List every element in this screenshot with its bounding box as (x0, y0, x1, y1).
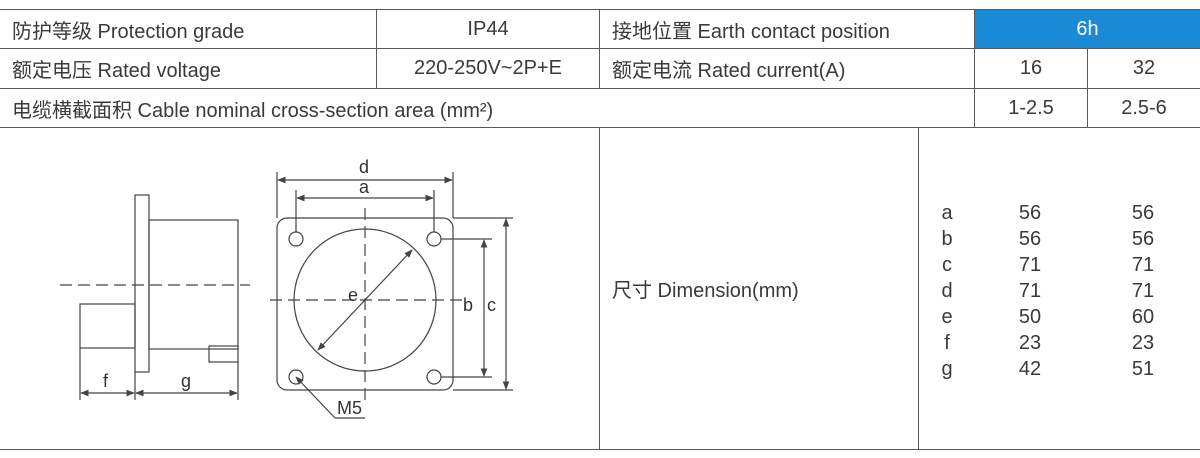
col-divider-4 (1087, 48, 1088, 127)
dimension-value: 23 (1131, 332, 1155, 354)
dimension-value: 60 (1131, 306, 1155, 328)
dimension-value: 71 (1131, 280, 1155, 302)
earth-contact-value: 6h (975, 10, 1200, 48)
dimension-value: 42 (1018, 358, 1042, 380)
col-divider-2 (599, 9, 600, 88)
table-border-bottom (0, 449, 1200, 450)
front-view (270, 172, 513, 419)
dimension-value: 71 (1018, 280, 1042, 302)
rated-current-32: 32 (1132, 57, 1156, 79)
col-divider-5 (918, 127, 919, 449)
label-g: g (181, 371, 191, 391)
dimension-key: a (941, 202, 953, 224)
table-row-divider-2 (0, 88, 1200, 89)
dimension-key: f (944, 332, 950, 354)
table-row-divider-1 (0, 48, 1200, 49)
table-row-divider-3 (0, 127, 1200, 128)
rated-voltage-label: 额定电压 Rated voltage (12, 60, 221, 82)
dimension-value: 71 (1018, 254, 1042, 276)
dimension-value: 56 (1018, 202, 1042, 224)
dimension-value: 23 (1018, 332, 1042, 354)
col-divider-1 (376, 9, 377, 88)
dimension-values-32: 56 56 71 71 60 23 51 (1113, 200, 1173, 382)
dimension-drawing: d a e b c f g M5 (60, 157, 513, 419)
rated-current-16: 16 (1019, 57, 1043, 79)
earth-contact-label: 接地位置 Earth contact position (612, 20, 890, 43)
dimension-value: 51 (1131, 358, 1155, 380)
dimension-value: 50 (1018, 306, 1042, 328)
cable-area-32: 2.5-6 (1121, 96, 1167, 119)
dimension-value: 56 (1131, 202, 1155, 224)
col-divider-2-lower (599, 127, 600, 449)
side-view (60, 194, 250, 400)
dimension-label: 尺寸 Dimension(mm) (612, 280, 799, 302)
dimension-keys: a b c d e f g (932, 200, 962, 382)
dimension-key: d (941, 280, 953, 302)
dimension-values-16: 56 56 71 71 50 23 42 (1000, 200, 1060, 382)
dimension-key: b (941, 228, 953, 250)
table-border-top (0, 9, 1200, 10)
label-b: b (463, 295, 473, 315)
dimension-value: 56 (1131, 228, 1155, 250)
dimension-value: 56 (1018, 228, 1042, 250)
label-c: c (487, 295, 496, 315)
col-divider-3 (974, 9, 975, 127)
cable-area-label: 电缆横截面积 Cable nominal cross-section area … (12, 99, 494, 122)
protection-grade-value: IP44 (467, 17, 509, 40)
label-m5: M5 (337, 398, 362, 418)
dimension-key: e (941, 306, 953, 328)
dimension-key: c (942, 254, 952, 276)
dimension-key: g (941, 358, 953, 380)
label-d: d (359, 157, 369, 177)
rated-current-label: 额定电流 Rated current(A) (612, 60, 846, 82)
protection-grade-label: 防护等级 Protection grade (12, 20, 245, 43)
label-a: a (359, 177, 370, 197)
dimension-value: 71 (1131, 254, 1155, 276)
rated-voltage-value: 220-250V~2P+E (414, 57, 562, 79)
label-f: f (103, 371, 109, 391)
cable-area-16: 1-2.5 (1008, 96, 1054, 119)
label-e: e (348, 285, 358, 305)
